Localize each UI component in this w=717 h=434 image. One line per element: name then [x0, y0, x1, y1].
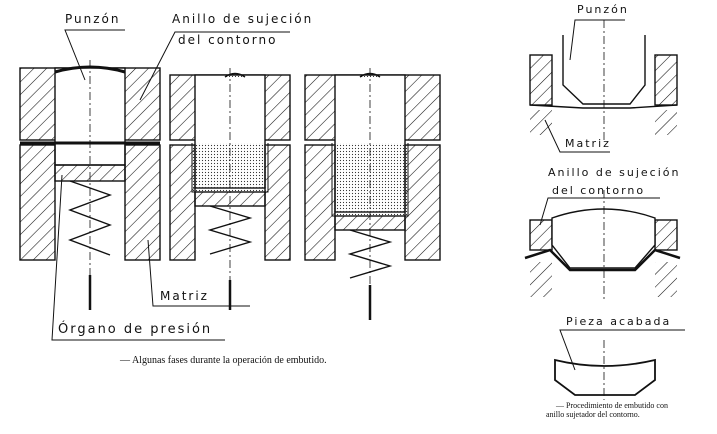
- finished-piece: [554, 329, 685, 400]
- label-pressure: Órgano de presión: [58, 322, 213, 337]
- label-die: Matriz: [160, 289, 209, 303]
- label-ring-line2: del contorno: [178, 33, 278, 47]
- caption-right-line1: — Procedimiento de embutido con: [556, 401, 668, 410]
- stage-2: [169, 68, 291, 310]
- label-right-die: Matriz: [565, 137, 611, 150]
- right-middle-stage: [524, 190, 681, 300]
- label-right-ring-line2: del contorno: [552, 184, 646, 197]
- right-top-stage: [529, 19, 678, 153]
- caption-left: — Algunas fases durante la operación de …: [120, 355, 327, 366]
- label-ring-line1: Anillo de sujeción: [172, 12, 314, 26]
- stage-1: [19, 60, 161, 310]
- caption-right-line2: anillo sujetador del contorno.: [546, 410, 640, 419]
- stage-3: [304, 68, 441, 320]
- label-punch: Punzón: [65, 12, 121, 26]
- leader-lines-left: [51, 29, 290, 341]
- label-right-punch: Punzón: [577, 3, 629, 16]
- label-finished-piece: Pieza acabada: [566, 315, 672, 328]
- label-right-ring-line1: Anillo de sujeción: [548, 166, 681, 179]
